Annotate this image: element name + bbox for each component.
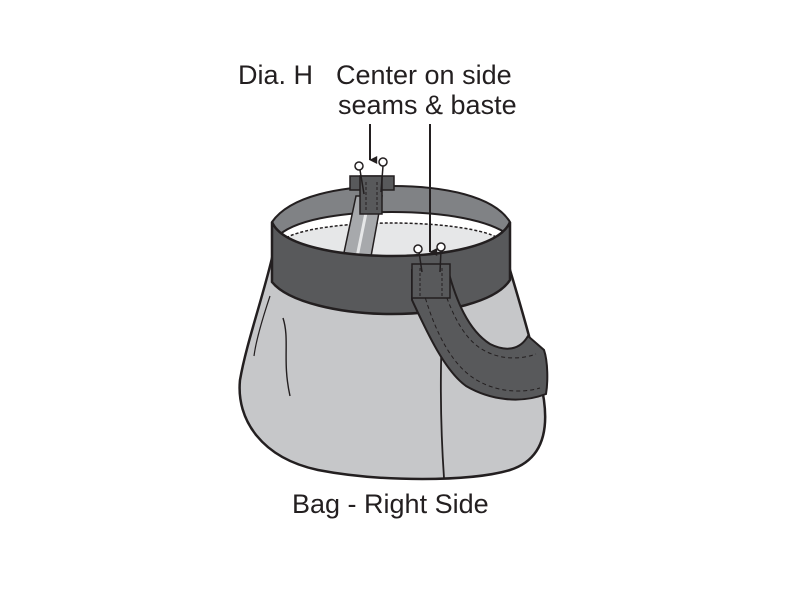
callout-line-1: Center on side (336, 60, 512, 90)
strap-stitch-line (419, 277, 541, 392)
pin-icon (436, 242, 446, 273)
pin-icon (354, 161, 365, 195)
diagram-label: Dia. H (238, 60, 314, 90)
left-edge-fold-line (253, 295, 271, 357)
left-fold-line (282, 317, 291, 397)
front-strap-tab (411, 263, 451, 299)
callout-line-2: seams & baste (338, 90, 517, 120)
strap-loop (411, 269, 549, 401)
back-strap-upper (359, 175, 383, 215)
pin-icon (378, 157, 388, 193)
caption: Bag - Right Side (292, 489, 489, 519)
pin-icon (413, 244, 423, 273)
callout-text: Center on side seams & baste (336, 60, 517, 120)
strap-stitch-line-2 (439, 277, 537, 359)
